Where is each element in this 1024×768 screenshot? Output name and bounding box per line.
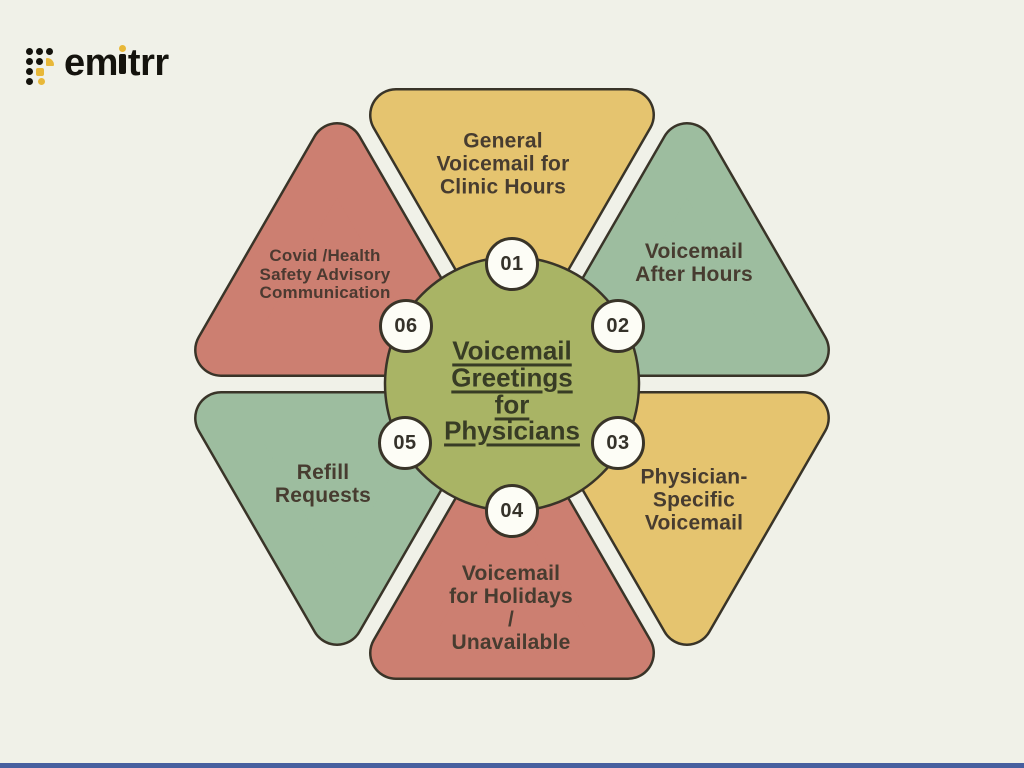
badge-01: 01	[485, 237, 539, 291]
slice-01-fill	[371, 90, 653, 341]
bottom-accent-bar	[0, 763, 1024, 768]
logo-text-before-i: em	[64, 42, 118, 84]
slice-02-fill	[546, 124, 828, 375]
slice-02-shape	[543, 122, 830, 377]
badge-02: 02	[591, 299, 645, 353]
badge-04: 04	[485, 484, 539, 538]
slice-06-shape	[194, 122, 481, 377]
slice-03-fill	[546, 393, 828, 644]
slice-03-shape	[543, 391, 830, 646]
emitrr-logo-dots-icon	[26, 48, 56, 86]
slice-03-label: Physician- Specific Voicemail	[640, 465, 748, 535]
center-title-line: Voicemail	[452, 335, 572, 366]
center-title-line: Physicians	[444, 415, 580, 446]
emitrr-logo: em trr	[26, 44, 169, 86]
logo-letter-i	[118, 44, 127, 82]
badge-05: 05	[378, 416, 432, 470]
badge-03: 03	[591, 416, 645, 470]
center-title-line: Greetings	[451, 362, 573, 393]
badge-06: 06	[379, 299, 433, 353]
slice-01-label: General Voicemail for Clinic Hours	[436, 129, 570, 199]
center-title: Voicemail Greetings for Physicians	[444, 337, 580, 444]
emitrr-logo-text: em trr	[64, 44, 169, 82]
slice-01-shape	[369, 88, 655, 343]
slice-05-label: Refill Requests	[274, 460, 372, 507]
center-title-line: for	[494, 389, 530, 419]
slice-06-label: Covid /Health Safety Advisory Communicat…	[259, 245, 391, 303]
slice-04-label: Voicemail for Holidays / Unavailable	[449, 561, 573, 655]
slice-04-shape	[369, 425, 655, 680]
slice-04-fill	[371, 427, 653, 678]
logo-i-yellow-dot-icon	[118, 45, 126, 52]
slice-06-fill	[196, 124, 478, 375]
logo-text-after-i: trr	[127, 42, 169, 84]
slice-02-label: Voicemail After Hours	[635, 239, 753, 286]
